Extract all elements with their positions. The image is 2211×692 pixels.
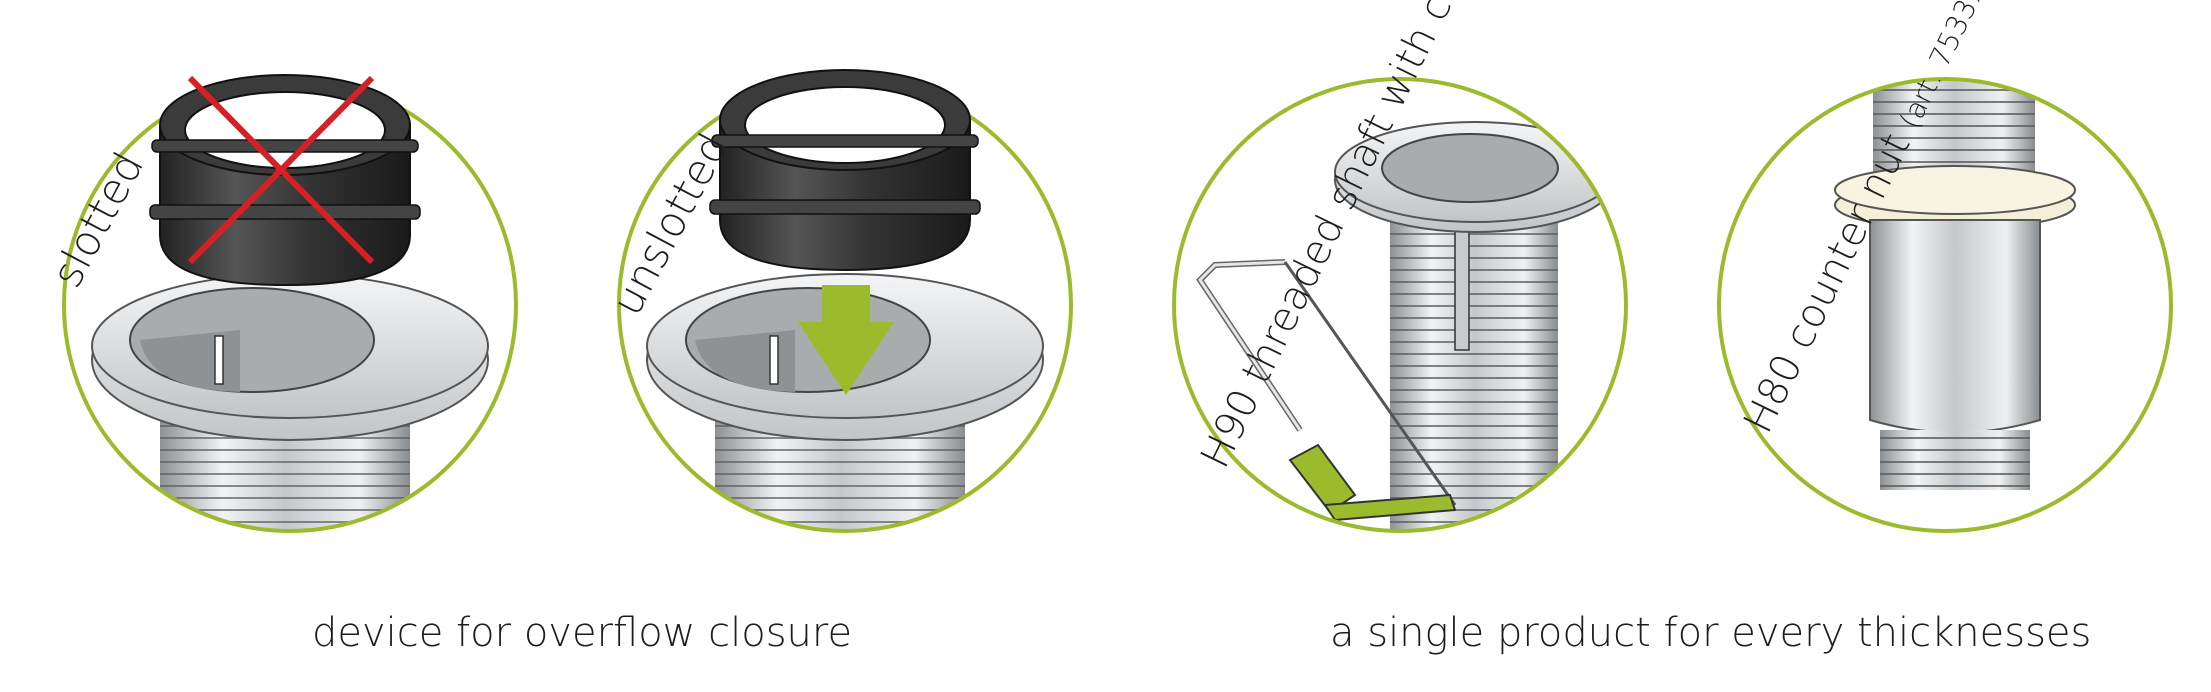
hacksaw: [1196, 259, 1457, 522]
cross-mark: [187, 75, 375, 265]
dark-ring: [709, 69, 981, 272]
dark-ring: [149, 74, 421, 287]
caption-right: a single product for every thicknesses: [1330, 610, 2092, 656]
slot: [214, 335, 224, 385]
down-arrow: [798, 285, 894, 395]
panel-counter-nut: [1717, 77, 2173, 533]
panel-unslotted: [617, 69, 1073, 533]
caption-left: device for overflow closure: [312, 610, 853, 656]
panel-slotted: [62, 74, 518, 533]
counter-nut-body: [1869, 219, 2041, 434]
panel-shaft: [1172, 77, 1628, 533]
